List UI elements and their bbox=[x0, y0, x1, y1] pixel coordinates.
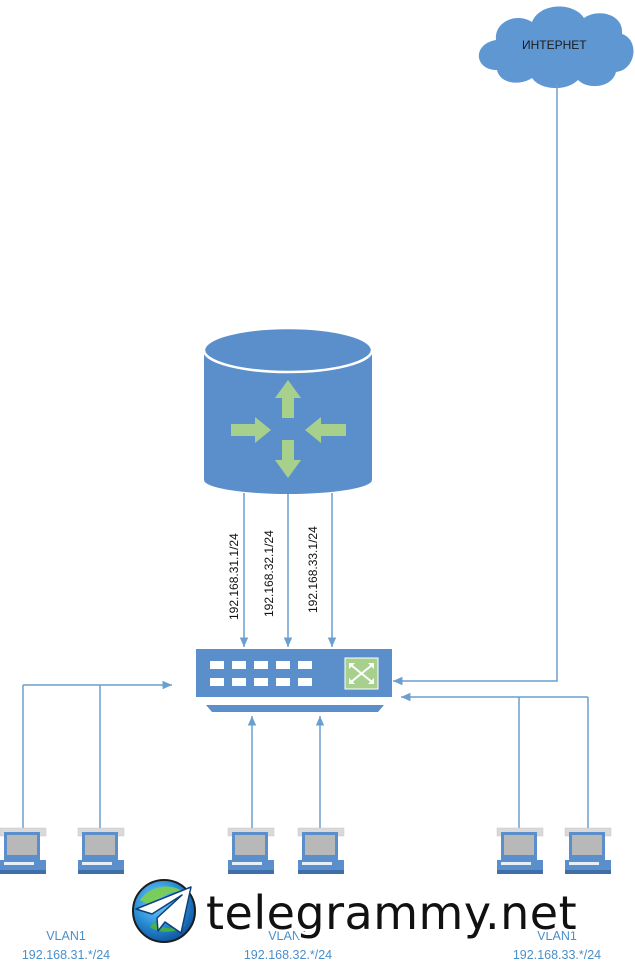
computer-icon bbox=[227, 827, 275, 875]
computer-icon bbox=[564, 827, 612, 875]
middle-group-links bbox=[247, 716, 325, 830]
left-group-links bbox=[22, 680, 172, 830]
switch-icon bbox=[196, 649, 392, 712]
subnet-label-2: 192.168.32.*/24 bbox=[244, 948, 332, 962]
computer-icon bbox=[496, 827, 544, 875]
internet-link bbox=[393, 84, 558, 686]
watermark-text: telegrammy.net bbox=[206, 886, 577, 940]
telegram-logo-icon bbox=[132, 879, 196, 943]
router-icon bbox=[202, 326, 374, 494]
cloud-icon bbox=[478, 6, 634, 89]
right-group-links bbox=[401, 692, 589, 830]
computer-icon bbox=[0, 827, 47, 875]
router-link-label-1: 192.168.31.1/24 bbox=[227, 533, 241, 620]
subnet-label-1: 192.168.31.*/24 bbox=[22, 948, 110, 962]
cloud-label: ИНТЕРНЕТ bbox=[522, 38, 587, 52]
vlan-label-2: VLAN1 bbox=[268, 929, 308, 943]
vlan-label-3: VLAN1 bbox=[537, 929, 577, 943]
vlan-label-1: VLAN1 bbox=[46, 929, 86, 943]
computer-icon bbox=[77, 827, 125, 875]
computer-icon bbox=[297, 827, 345, 875]
router-link-label-2: 192.168.32.1/24 bbox=[262, 530, 276, 617]
subnet-label-3: 192.168.33.*/24 bbox=[513, 948, 601, 962]
router-link-label-3: 192.168.33.1/24 bbox=[306, 526, 320, 613]
